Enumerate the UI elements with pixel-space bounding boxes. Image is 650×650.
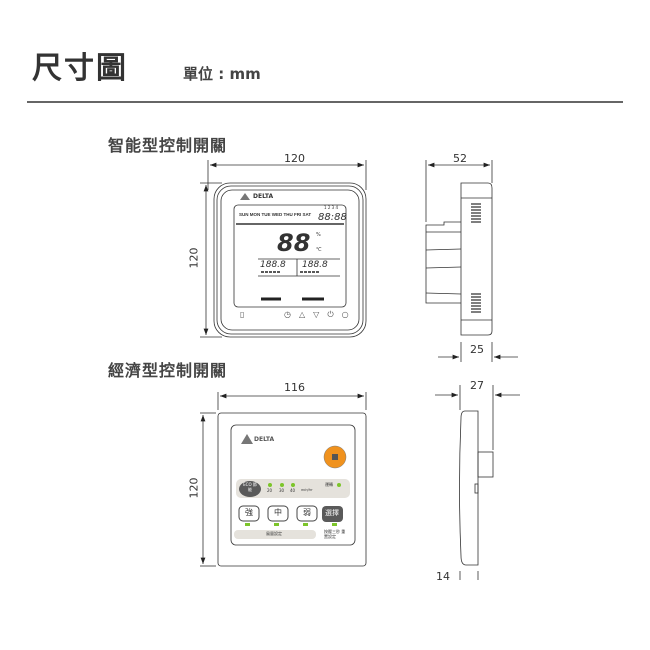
smart-brand-logo: DELTA [253,193,274,200]
eco-button[interactable]: ECO 節能 [243,482,257,492]
reset-label: 按壓三秒 重置設定 [324,529,346,539]
smart-unit-c: ℃ [316,247,322,253]
smart-button-row[interactable]: ▯ ◷△▽⏻○ [240,310,357,319]
smart-days: SUN MON TUE WED THU FRI SAT [239,212,312,217]
smart-side-view [425,160,518,362]
timer-20: 20 [267,488,273,493]
smart-clock: 88:88 [318,212,347,223]
run-label: 運轉 [325,482,333,487]
economy-partial-label: 14 [436,570,450,583]
economy-front-view [200,392,367,567]
economy-side-view [435,385,520,580]
fan-setting-label: 風量設定 [266,531,282,536]
fan-medium-button[interactable]: 中 [274,508,282,517]
economy-brand-logo: DELTA [254,436,275,443]
economy-height-label: 120 [187,477,201,499]
fan-weak-button[interactable]: 弱 [303,508,311,517]
economy-width-label: 116 [284,381,305,394]
fan-strong-button[interactable]: 強 [245,508,253,517]
economy-depth-label: 27 [470,379,484,392]
timer-30: 30 [279,488,285,493]
smart-temp: 88 [277,229,311,257]
smart-slots: 1 2 3 4 [324,205,338,210]
smart-pct: % [316,232,321,238]
smart-depth-label: 52 [453,152,467,165]
smart-width-label: 120 [284,152,305,165]
unit-label: 單位 : mm [183,65,261,83]
smart-left-value: 188.8 [260,260,286,270]
smart-thickness-label: 25 [470,343,484,356]
economy-section-title: 經濟型控制開關 [108,361,228,380]
smart-right-value: 188.8 [302,260,328,270]
select-button[interactable]: 選擇 [325,509,339,517]
page-title: 尺寸圖 [32,51,128,86]
timer-unit: min/hr [301,488,313,492]
smart-section-title: 智能型控制開關 [108,136,228,155]
divider [27,101,623,103]
smart-front-view [200,160,367,338]
timer-40: 40 [290,488,296,493]
smart-height-label: 120 [187,247,201,269]
